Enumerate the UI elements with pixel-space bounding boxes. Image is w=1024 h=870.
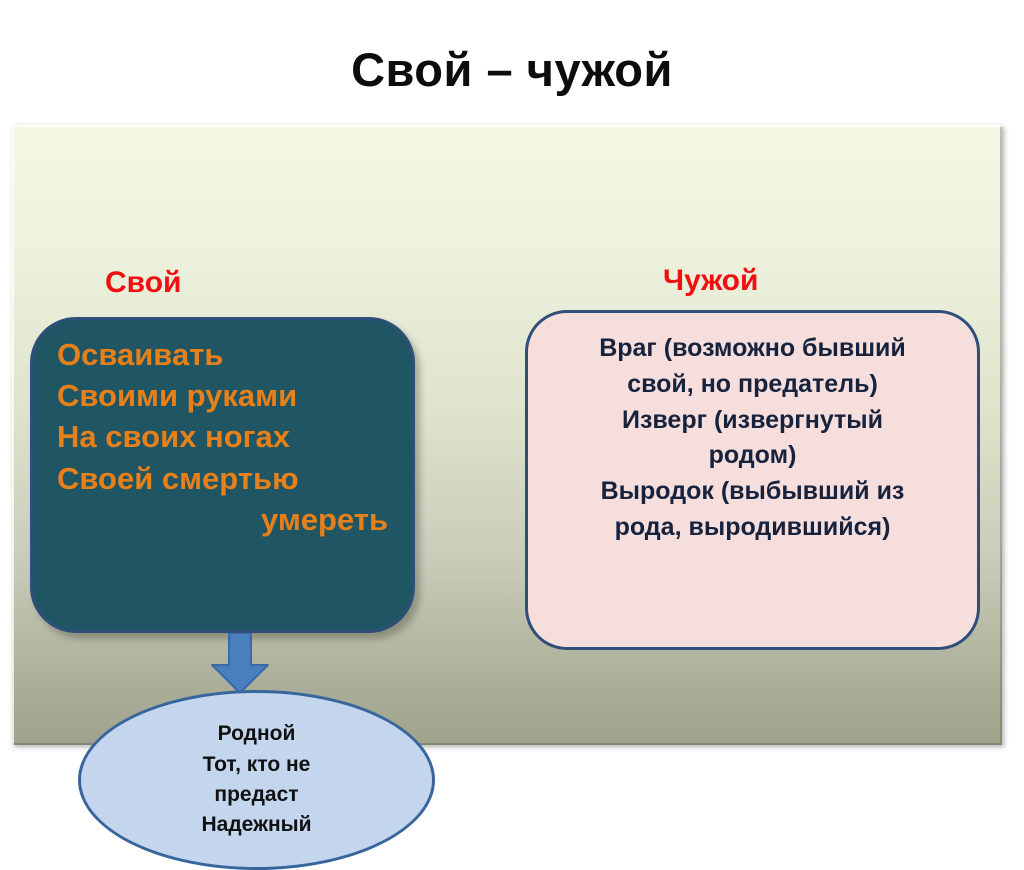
ellipse-line-1: Родной <box>217 722 296 746</box>
ellipse-line-4: Надежный <box>201 813 312 837</box>
svoy-line-5: умереть <box>260 501 388 537</box>
ellipse-line-3: предаст <box>214 783 299 806</box>
chuzhoy-definition-box: Враг (возможно бывший свой, но предатель… <box>525 310 980 650</box>
ellipse-line-2: Тот, кто не <box>202 752 311 776</box>
chuzhoy-line-1: Враг (возможно бывший <box>599 334 906 362</box>
content-panel: Свой Чужой Осваивать Своими руками На св… <box>12 125 1002 870</box>
svoy-definition-box: Осваивать Своими руками На своих ногах С… <box>30 317 415 633</box>
chuzhoy-line-3: Изверг (извергнутый <box>622 405 883 434</box>
column-heading-chuzhoy: Чужой <box>663 264 759 297</box>
down-arrow-icon <box>208 632 272 695</box>
svoy-line-3: На своих ногах <box>57 419 291 455</box>
chuzhoy-line-4: родом) <box>708 441 797 470</box>
svoy-line-2: Своими руками <box>57 378 298 414</box>
chuzhoy-line-6: рода, выродившийся) <box>614 512 891 541</box>
svoy-line-1: Осваивать <box>57 337 224 372</box>
rodnoy-ellipse: Родной Тот, кто не предаст Надежный <box>78 690 435 870</box>
column-heading-svoy: Свой <box>105 266 182 299</box>
chuzhoy-line-2: свой, но предатель) <box>627 369 878 398</box>
svoy-line-4: Своей смертью <box>57 460 299 496</box>
slide-canvas: Свой – чужой Свой Чужой Осваивать Своими… <box>12 43 1002 870</box>
chuzhoy-line-5: Выродок (выбывший из <box>600 477 905 505</box>
page-title: Свой – чужой <box>351 43 673 96</box>
